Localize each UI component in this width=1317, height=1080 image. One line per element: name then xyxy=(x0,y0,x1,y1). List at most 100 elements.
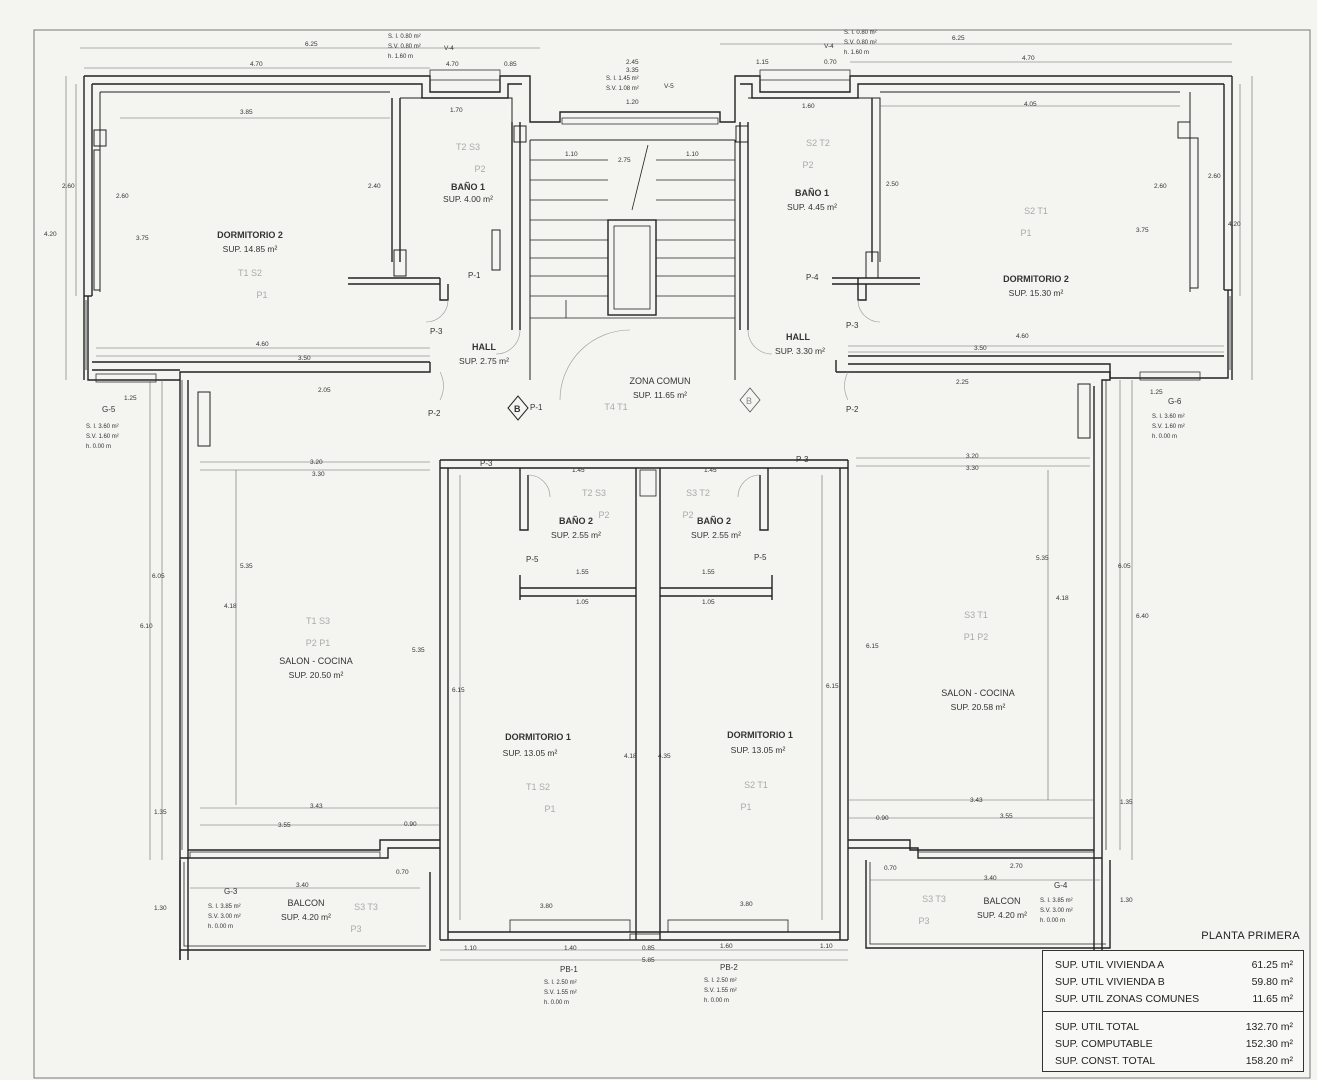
summary-value: 132.70 m² xyxy=(1245,1021,1293,1033)
room-bano-1-b-tag2: P2 xyxy=(802,160,813,170)
summary-label: SUP. UTIL VIVIENDA B xyxy=(1055,976,1165,988)
summary-value: 158.20 m² xyxy=(1245,1055,1293,1067)
b-marker-right xyxy=(739,387,761,413)
dim-090r: 0.90 xyxy=(876,815,889,822)
dim-h-250: 2.50 xyxy=(886,181,899,188)
dim-h-260l: 2.60 xyxy=(62,183,75,190)
room-dormitorio-2-a-area: SUP. 14.85 m² xyxy=(223,244,278,254)
summary-row: SUP. COMPUTABLE 152.30 m² xyxy=(1043,1036,1303,1053)
opening-id: G-4 xyxy=(1054,881,1068,890)
dim-275: 2.75 xyxy=(618,157,631,164)
dim-top-c1: 0.85 xyxy=(504,61,517,68)
room-dormitorio-2-b-tag: S2 T1 xyxy=(1024,206,1048,216)
summary-value: 11.65 m² xyxy=(1252,993,1293,1005)
dim-330l: 3.30 xyxy=(312,471,325,478)
opening-sv: S.V. 1.60 m² xyxy=(86,434,119,440)
dim-h-615c: 6.15 xyxy=(452,687,465,694)
room-salon-cocina-a-tag: T1 S3 xyxy=(306,616,330,626)
room-bano-2-b-area: SUP. 2.55 m² xyxy=(691,530,741,540)
opening-id: G-3 xyxy=(224,887,238,896)
b-marker-left xyxy=(507,395,529,421)
opening-specs: S. I. 0.80 m² S.V. 0.80 m² h. 1.60 m V-4… xyxy=(86,30,1185,1006)
dim-top-left: 4.70 xyxy=(250,61,263,68)
summary-group-units: SUP. UTIL VIVIENDA A 61.25 m² SUP. UTIL … xyxy=(1043,951,1303,1012)
dim-bot-110l: 1.10 xyxy=(464,945,477,952)
dim-340r: 3.40 xyxy=(984,875,997,882)
dim-h-135l: 1.35 xyxy=(154,809,167,816)
summary-label: SUP. COMPUTABLE xyxy=(1055,1038,1153,1050)
summary-row: SUP. CONST. TOTAL 158.20 m² xyxy=(1043,1053,1303,1070)
dim-h-130l: 1.30 xyxy=(154,905,167,912)
dim-h-418l: 4.18 xyxy=(224,603,237,610)
dim-145r: 1.45 xyxy=(704,467,717,474)
opening-id: V-5 xyxy=(664,83,674,90)
dim-h-605r: 6.05 xyxy=(1118,563,1131,570)
opening-si: S. I. 0.80 m² xyxy=(844,30,877,36)
dim-h-418r: 4.18 xyxy=(1056,595,1069,602)
room-dormitorio-2-a-tag: T1 S2 xyxy=(238,268,262,278)
dim-h-135r: 1.35 xyxy=(1120,799,1133,806)
dim-h-418c: 4.18 xyxy=(624,753,637,760)
door-label: P-5 xyxy=(754,553,767,562)
opening-sv: S.V. 1.60 m² xyxy=(1152,424,1185,430)
summary-group-totals: SUP. UTIL TOTAL 132.70 m² SUP. COMPUTABL… xyxy=(1043,1013,1303,1071)
opening-h: h. 0.00 m xyxy=(544,1000,569,1006)
door-swings xyxy=(425,299,881,498)
room-bano-2-b-tag: S3 T2 xyxy=(686,488,710,498)
room-salon-cocina-b-area: SUP. 20.58 m² xyxy=(951,702,1006,712)
room-bano-2-a-tag: T2 S3 xyxy=(582,488,606,498)
opening-h: h. 0.00 m xyxy=(86,444,111,450)
dim-h-615r: 6.15 xyxy=(866,643,879,650)
dim-343: 3.43 xyxy=(970,797,983,804)
dim-h-640r: 6.40 xyxy=(1136,613,1149,620)
dim-h-260l-inner: 2.60 xyxy=(116,193,129,200)
room-balcon-a-tag2: P3 xyxy=(350,924,361,934)
opening-h: h. 0.00 m xyxy=(1152,434,1177,440)
dim-top-c4: 3.35 xyxy=(626,67,639,74)
room-zona-comun-tag: T4 T1 xyxy=(604,402,627,412)
room-bano-1-b-area: SUP. 4.45 m² xyxy=(787,202,837,212)
opening-si: S. I. 3.60 m² xyxy=(1152,414,1185,420)
room-dormitorio-2-b-area: SUP. 15.30 m² xyxy=(1009,288,1064,298)
room-hall-b-area: SUP. 3.30 m² xyxy=(775,346,825,356)
room-bano-1-a-tag2: P2 xyxy=(474,164,485,174)
plan-title: PLANTA PRIMERA xyxy=(1201,930,1300,942)
door-label: P-1 xyxy=(530,403,543,412)
dim-270: 2.70 xyxy=(1010,863,1023,870)
room-bano-1-b-tag: S2 T2 xyxy=(806,138,830,148)
dim-top-total-right: 6.25 xyxy=(952,35,965,42)
dim-h-375: 3.75 xyxy=(136,235,149,242)
walls xyxy=(83,75,1233,960)
dim-top-mid-right: 0.70 xyxy=(824,59,837,66)
room-balcon-b-area: SUP. 4.20 m² xyxy=(977,910,1027,920)
opening-sv: S.V. 3.00 m² xyxy=(208,914,241,920)
room-bano-2-b-name: BAÑO 2 xyxy=(697,516,731,526)
room-bano-1-b-name: BAÑO 1 xyxy=(795,188,829,198)
dimension-labels: 6.25 6.25 4.70 4.70 4.70 0.70 0.85 2.45 … xyxy=(44,35,1241,964)
room-dormitorio-2-a-name: DORMITORIO 2 xyxy=(217,230,283,240)
dim-105l: 1.05 xyxy=(576,599,589,606)
dim-h-420l: 4.20 xyxy=(44,231,57,238)
summary-label: SUP. CONST. TOTAL xyxy=(1055,1055,1156,1067)
room-balcon-b-tag: S3 T3 xyxy=(922,894,946,904)
room-dormitorio-2-b-name: DORMITORIO 2 xyxy=(1003,274,1069,284)
room-bano-1-a-area: SUP. 4.00 m² xyxy=(443,194,493,204)
opening-h: h. 0.00 m xyxy=(1040,918,1065,924)
opening-si: S. I. 0.80 m² xyxy=(388,34,421,40)
room-dormitorio-2-a-tag2: P1 xyxy=(256,290,267,300)
room-dormitorio-2-b-tag2: P1 xyxy=(1020,228,1031,238)
room-labels: DORMITORIO 2 SUP. 14.85 m² T1 S2 P1 BAÑO… xyxy=(217,138,1069,934)
dim-top-total-left: 6.25 xyxy=(305,41,318,48)
room-balcon-a-name: BALCON xyxy=(287,898,324,908)
door-label: P-2 xyxy=(846,405,859,414)
summary-value: 152.30 m² xyxy=(1245,1038,1293,1050)
opening-h: h. 0.00 m xyxy=(704,998,729,1004)
room-hall-b-name: HALL xyxy=(786,332,810,342)
dim-460l: 4.60 xyxy=(256,341,269,348)
door-label: P-3 xyxy=(480,459,493,468)
room-dormitorio-1-b-tag2: P1 xyxy=(740,802,751,812)
room-dormitorio-1-a-name: DORMITORIO 1 xyxy=(505,732,571,742)
dim-385: 3.85 xyxy=(240,109,253,116)
room-balcon-a-tag: S3 T3 xyxy=(354,902,378,912)
opening-si: S. I. 1.45 m² xyxy=(606,76,639,82)
